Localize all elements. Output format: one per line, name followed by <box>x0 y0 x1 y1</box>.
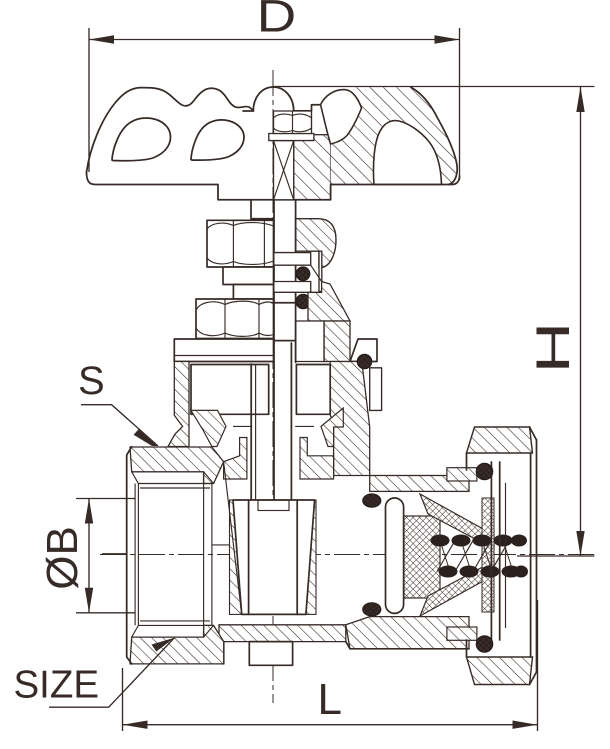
svg-text:S: S <box>78 359 105 403</box>
svg-text:L: L <box>318 675 342 724</box>
svg-text:ØB: ØB <box>38 526 87 590</box>
svg-text:D: D <box>257 0 297 41</box>
svg-text:SIZE: SIZE <box>14 664 100 707</box>
svg-text:H: H <box>526 322 579 374</box>
